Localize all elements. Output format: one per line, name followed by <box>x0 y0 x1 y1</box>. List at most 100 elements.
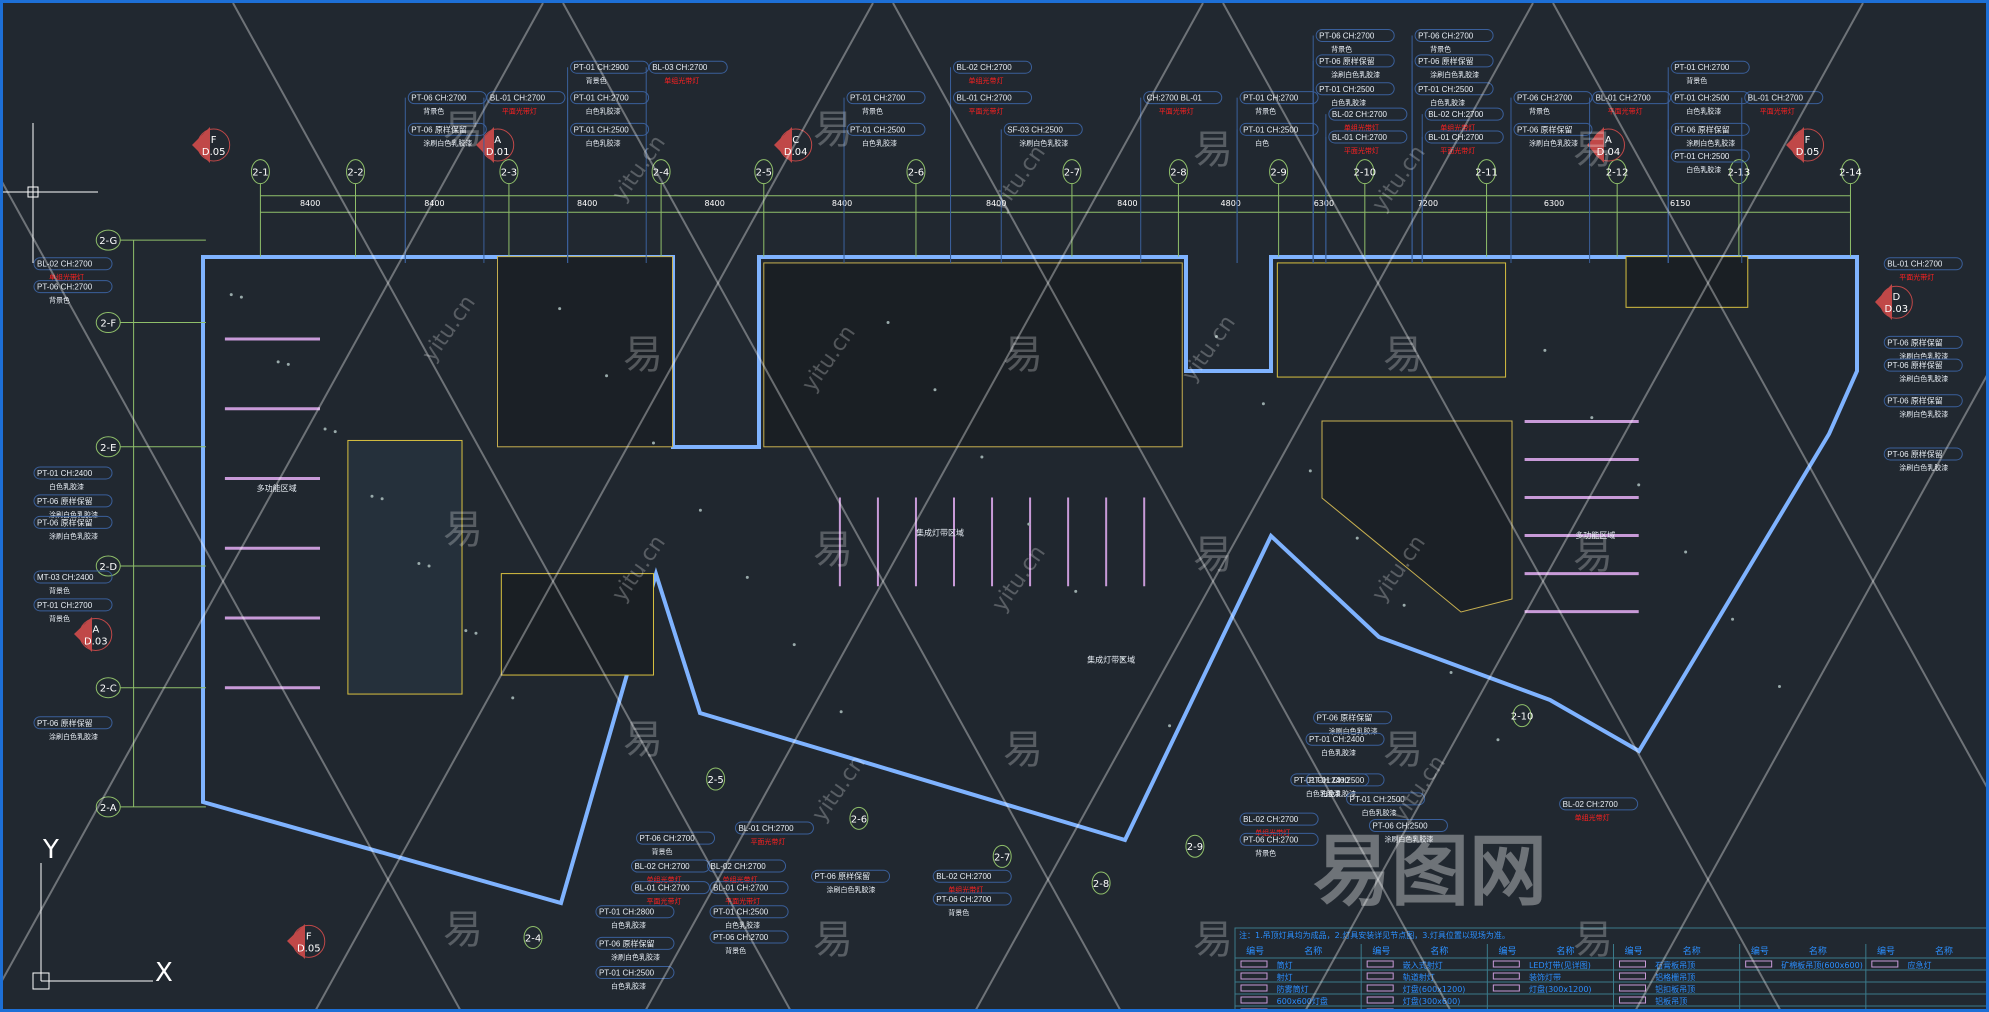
legend-symbol-icon <box>1492 984 1520 992</box>
callout-note: 背景色 <box>862 107 883 116</box>
section-mark <box>779 128 813 162</box>
callout-box <box>1670 149 1750 163</box>
grid-bubble <box>1729 159 1749 185</box>
callout-box <box>953 91 1033 105</box>
legend-header: 编号 <box>1625 945 1643 957</box>
legend-symbol-icon <box>1871 960 1899 968</box>
callout-note: 白色乳胶漆 <box>862 138 897 147</box>
grid-label-bottom: 2-7 <box>994 852 1010 863</box>
callout-box <box>570 122 650 136</box>
callout-note: 背景色 <box>1430 45 1451 54</box>
legend-item: 筒灯 <box>1277 960 1293 970</box>
watermark-yi: 易 <box>1193 127 1233 173</box>
callout-box <box>1143 91 1223 105</box>
shop-zone <box>347 439 463 695</box>
legend-symbol-icon <box>1619 984 1646 992</box>
section-letter: C <box>792 135 799 146</box>
ceiling-light-dot <box>511 696 515 700</box>
legend-symbol-icon <box>1240 996 1268 1004</box>
callout-code: PT-01 CH:2400 <box>1309 735 1365 744</box>
callout-box <box>1315 54 1395 68</box>
watermark-stroke <box>645 3 1204 1009</box>
callout-box <box>734 821 814 835</box>
grid-label-top: 2-14 <box>1839 168 1862 179</box>
callout-code: CH:2700 BL-01 <box>1147 94 1203 103</box>
watermark-yi: 易 <box>1193 917 1233 963</box>
ceiling-light-dot <box>1777 684 1781 688</box>
core-stair-2 <box>1321 420 1513 613</box>
section-letter: A <box>1605 135 1612 146</box>
grid-label-top: 2-9 <box>1270 168 1286 179</box>
grid-bubble <box>1512 704 1532 728</box>
ceiling-light-dot <box>1355 536 1359 540</box>
legend-item: 灯盘(600x1200) <box>1403 984 1466 994</box>
callout-box <box>846 91 926 105</box>
section-ref: D.05 <box>202 147 226 158</box>
callout-code: PT-06 原样保留 <box>1674 124 1730 134</box>
ceiling-light-dot <box>323 427 327 431</box>
callout-box <box>1424 130 1504 144</box>
callout-box <box>1368 818 1448 832</box>
grid-bubble <box>1168 159 1188 185</box>
callout-box <box>1883 394 1963 408</box>
watermark-stroke <box>1222 3 1781 1009</box>
callout-note: 背景色 <box>1331 45 1352 54</box>
ceiling-light-dot <box>1543 348 1547 352</box>
watermark-yi: 易 <box>1383 727 1423 773</box>
ceiling-light-dot <box>1496 738 1500 742</box>
callout-box <box>595 966 675 980</box>
callout-box <box>33 466 113 480</box>
watermark-yi: 易 <box>1003 727 1043 773</box>
callout-code: PT-06 原样保留 <box>37 496 93 506</box>
callout-box <box>407 91 487 105</box>
callout-box <box>846 122 926 136</box>
legend-item: LED灯带(见详图) <box>1529 960 1591 970</box>
legend-item: 轨道射灯 <box>1403 972 1435 982</box>
ceiling-light-dot <box>745 575 749 579</box>
core-stair <box>497 256 674 448</box>
callout-note: 白色乳胶漆 <box>1306 789 1341 798</box>
watermark-logo: 易图网 <box>1313 827 1547 917</box>
dimension-text: 8400 <box>577 199 597 208</box>
callout-box <box>1003 122 1083 136</box>
callout-note: 涂刷白色乳胶漆 <box>1529 138 1578 147</box>
callout-code: BL-01 CH:2700 <box>1332 133 1388 142</box>
callout-code: MT-03 CH:2400 <box>37 573 94 582</box>
callout-note: 涂刷白色乳胶漆 <box>611 952 660 961</box>
ceiling-light-dot <box>605 374 609 378</box>
callout-code: BL-02 CH:2700 <box>936 872 992 881</box>
callout-note: 白色乳胶漆 <box>1430 98 1465 107</box>
section-arrow-icon <box>74 617 92 652</box>
callout-note: 涂刷白色乳胶漆 <box>1686 138 1735 147</box>
callout-box <box>1559 797 1639 811</box>
callout-note: 平面光带灯 <box>1899 273 1934 282</box>
dimension-text: 7200 <box>1418 199 1438 208</box>
callout-note: 白色乳胶漆 <box>1331 98 1366 107</box>
grid-label-left: 2-F <box>100 319 116 330</box>
ceiling-light-dot <box>464 629 468 633</box>
callout-note: 单组光带灯 <box>1575 813 1610 822</box>
legend-symbol-icon <box>1492 972 1520 980</box>
legend-item: 灯盘(300x1200) <box>1529 984 1592 994</box>
callout-code: BL-02 CH:2700 <box>1243 815 1299 824</box>
callout-note: 背景色 <box>1255 107 1276 116</box>
callout-code: PT-01 CH:2700 <box>1243 94 1299 103</box>
